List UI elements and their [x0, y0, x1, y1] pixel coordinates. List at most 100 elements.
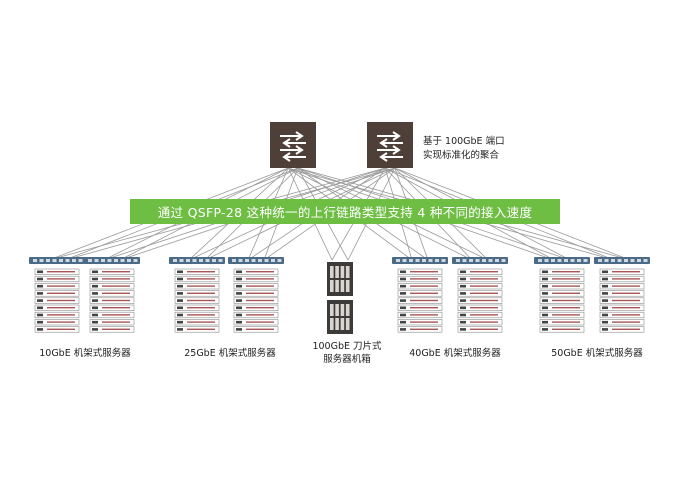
server-led — [602, 292, 608, 295]
tor-port — [630, 259, 635, 262]
server-led — [460, 306, 466, 310]
server-led — [177, 299, 183, 302]
server-drive-bay — [612, 285, 640, 287]
server-drive-bay — [246, 321, 274, 323]
tor-port — [551, 259, 555, 262]
tor-port — [570, 259, 575, 262]
tor-port — [557, 259, 562, 262]
server-led — [542, 328, 548, 331]
server-rack-icon — [534, 257, 590, 333]
tor-port — [218, 259, 223, 262]
tor-port — [186, 259, 190, 262]
tor-port — [258, 259, 262, 262]
server-led — [236, 284, 242, 288]
server-led — [460, 313, 466, 317]
server-drive-bay — [187, 307, 215, 309]
server-led — [236, 277, 242, 281]
tor-port — [120, 259, 125, 262]
server-led — [542, 292, 548, 295]
server-drive-bay — [102, 278, 130, 280]
server-rack-icon — [29, 257, 85, 333]
server-led — [92, 328, 98, 331]
server-drive-bay — [47, 278, 75, 280]
core-switch-2 — [367, 122, 413, 168]
tor-port — [495, 259, 499, 262]
server-drive-bay — [246, 271, 274, 273]
tor-port — [435, 259, 439, 262]
tor-port — [624, 259, 628, 262]
core-switches — [270, 122, 413, 168]
tor-port — [127, 259, 131, 262]
server-led — [400, 306, 406, 310]
server-led — [92, 277, 98, 281]
server-drive-bay — [47, 321, 75, 323]
server-led — [542, 320, 548, 324]
server-led — [542, 299, 548, 302]
server-drive-bay — [612, 299, 640, 302]
tor-port — [199, 259, 203, 262]
bidirectional-arrows-switch-icon — [280, 131, 306, 162]
tor-port — [456, 259, 460, 262]
tor-port — [604, 259, 609, 262]
server-drive-bay — [47, 285, 75, 287]
tor-port — [232, 259, 236, 262]
blade-chassis-icon — [327, 262, 353, 296]
tor-port — [39, 259, 44, 262]
tor-port — [192, 259, 197, 262]
tor-switch — [392, 257, 448, 264]
server-drive-bay — [552, 285, 580, 287]
server-led — [400, 299, 406, 302]
arrow-left-icon — [379, 152, 403, 162]
tor-port — [637, 259, 641, 262]
server-led — [542, 306, 548, 310]
tor-port — [428, 259, 433, 262]
group-label-10gbe: 10GbE 机架式服务器 — [39, 348, 131, 359]
server-led — [400, 284, 406, 288]
blade-divider — [328, 316, 352, 318]
server-led — [602, 270, 608, 274]
server-led — [37, 328, 43, 331]
server-led — [460, 277, 466, 281]
server-drive-bay — [410, 271, 438, 273]
server-drive-bay — [410, 328, 438, 330]
server-led — [542, 277, 548, 281]
server-drive-bay — [246, 314, 274, 316]
server-drive-bay — [102, 299, 130, 302]
group-label-50gbe: 50GbE 机架式服务器 — [551, 348, 643, 359]
tor-port — [72, 259, 76, 262]
server-drive-bay — [552, 278, 580, 280]
server-led — [602, 313, 608, 317]
server-led — [37, 284, 43, 288]
tor-port — [538, 259, 542, 262]
server-drive-bay — [470, 278, 498, 280]
server-drive-bay — [612, 271, 640, 273]
server-drive-bay — [470, 314, 498, 316]
server-drive-bay — [47, 328, 75, 330]
server-drive-bay — [187, 292, 215, 294]
server-led — [400, 277, 406, 281]
tor-switch — [228, 257, 284, 264]
server-drive-bay — [410, 285, 438, 287]
server-led — [92, 306, 98, 310]
arrow-left-icon — [282, 138, 306, 148]
server-drive-bay — [552, 321, 580, 323]
tor-switch — [452, 257, 508, 264]
server-drive-bay — [470, 271, 498, 273]
server-drive-bay — [612, 278, 640, 280]
tor-port — [402, 259, 407, 262]
server-led — [542, 270, 548, 274]
tor-port — [501, 259, 506, 262]
tor-port — [617, 259, 622, 262]
server-led — [602, 277, 608, 281]
server-drive-bay — [612, 292, 640, 294]
server-led — [236, 299, 242, 302]
server-drive-bay — [552, 314, 580, 316]
tor-port — [94, 259, 99, 262]
tor-port — [107, 259, 112, 262]
switch-note-line1: 基于 100GbE 端口 — [423, 136, 505, 147]
server-led — [460, 328, 466, 331]
tor-port — [179, 259, 184, 262]
tor-port — [482, 259, 486, 262]
server-led — [37, 270, 43, 274]
